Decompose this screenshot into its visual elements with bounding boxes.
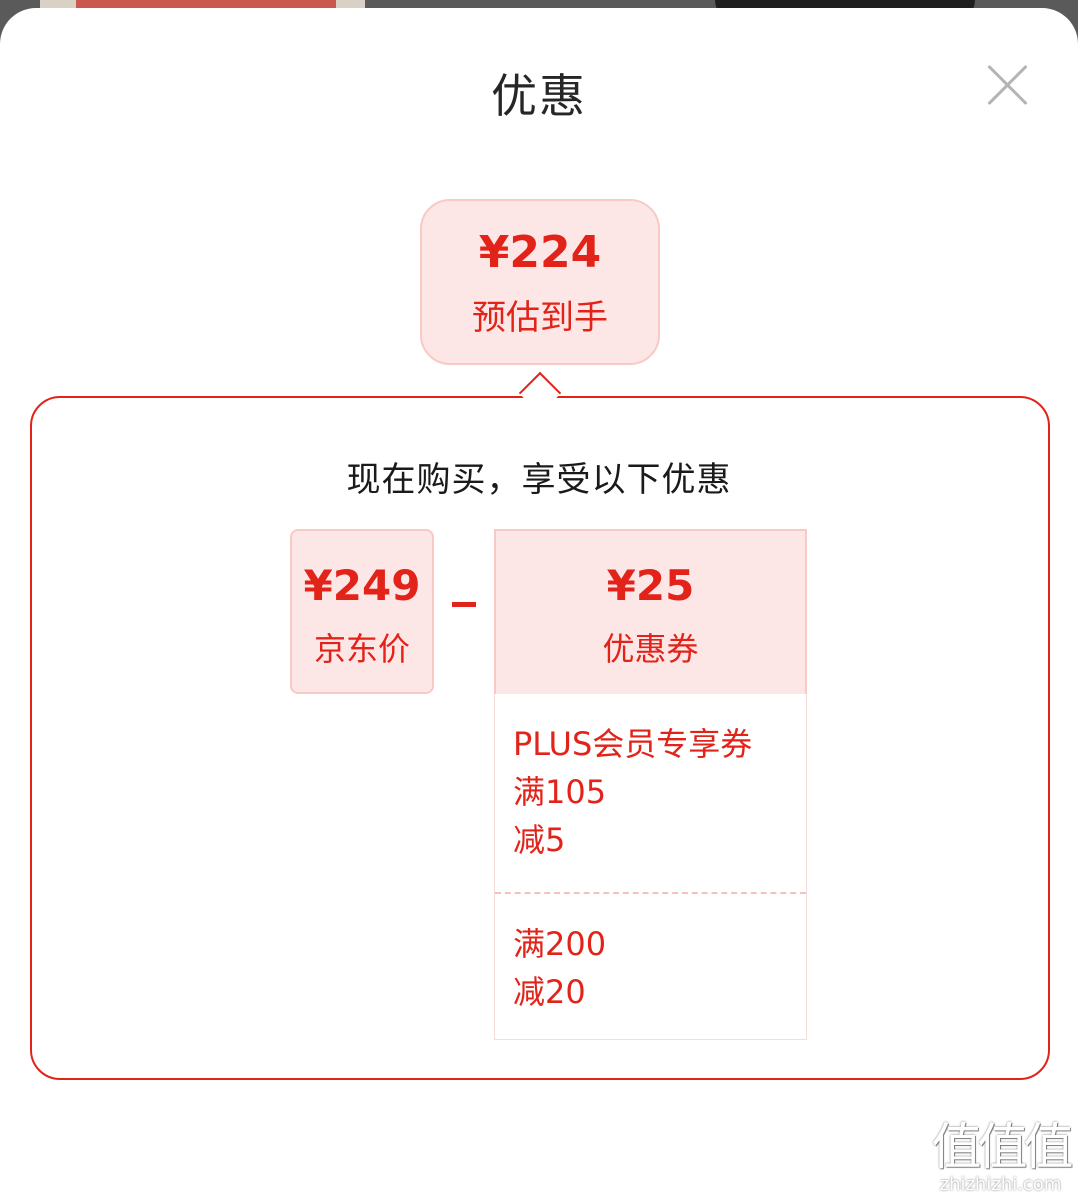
watermark-url: zhizhizhi.com: [939, 1174, 1062, 1195]
jd-price-box: ¥249 京东价: [290, 529, 434, 694]
coupon-list: PLUS会员专享券 满105 减5 满200 减20: [494, 694, 807, 1040]
coupon-item-line: 满105: [513, 773, 607, 811]
estimated-price: ¥224: [478, 227, 602, 278]
minus-operator: [452, 602, 476, 607]
estimated-price-label: 预估到手: [472, 298, 608, 338]
coupon-box: ¥25 优惠券: [494, 529, 807, 694]
watermark-logo: 值值值: [931, 1118, 1074, 1176]
coupon-item: 满200 减20: [495, 894, 806, 1016]
coupon-item-line: 减5: [513, 821, 566, 859]
estimated-price-bubble: ¥224 预估到手: [420, 199, 660, 365]
jd-price-amount: ¥249: [303, 561, 421, 610]
close-icon[interactable]: [984, 62, 1030, 108]
panel-headline: 现在购买，享受以下优惠: [346, 460, 732, 500]
coupon-amount: ¥25: [606, 561, 695, 610]
coupon-item-line: 满200: [513, 925, 607, 963]
jd-price-label: 京东价: [313, 630, 410, 668]
sheet-title: 优惠: [491, 69, 587, 123]
coupon-label: 优惠券: [602, 630, 699, 668]
coupon-item-line: PLUS会员专享券: [513, 725, 753, 763]
site-watermark: 值值值 zhizhizhi.com: [928, 1118, 1074, 1198]
coupon-item-line: 减20: [513, 973, 586, 1011]
coupon-item: PLUS会员专享券 满105 减5: [495, 694, 806, 894]
